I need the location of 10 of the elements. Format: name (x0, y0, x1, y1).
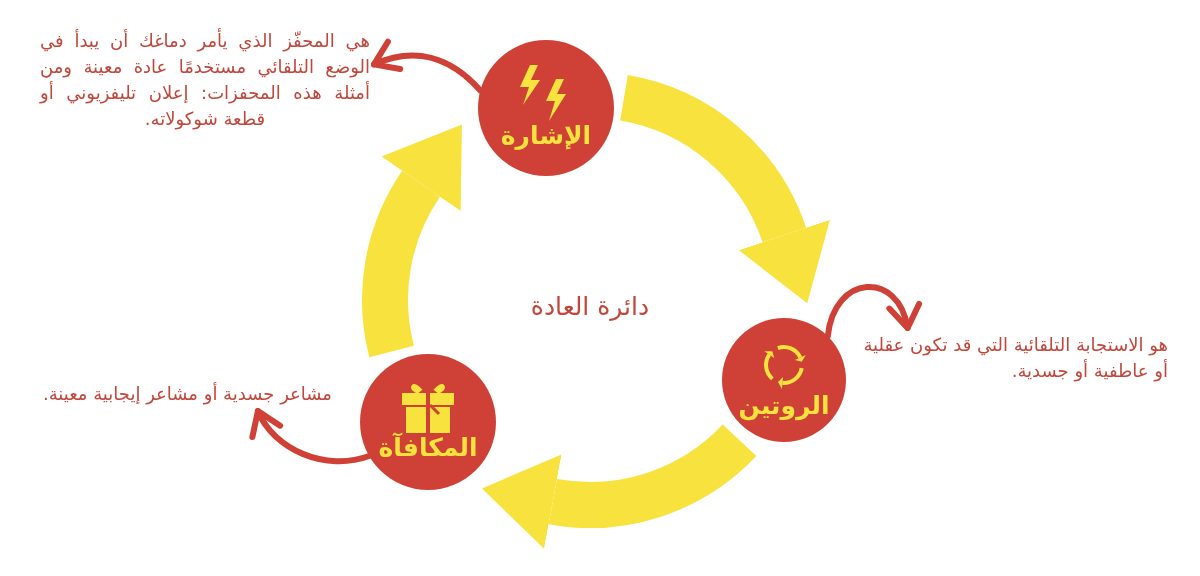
step-title: الروتين (738, 391, 830, 421)
curved-arrow (824, 284, 920, 340)
description-text: هو الاستجابة التلقائية التي قد تكون عقلية أو عاطفية أو جسدية. (858, 332, 1168, 384)
description-text: مشاعر جسدية أو مشاعر إيجابية معينة. (10, 381, 332, 407)
step-title: المكافآة (378, 433, 478, 463)
center-title: دائرة العادة (529, 292, 651, 321)
step-title: الإشارة (500, 121, 592, 151)
curved-arrow (251, 408, 373, 465)
description-text: هي المحفّز الذي يأمر دماغك أن يبدأ في الوضع التلقائي مستخدمًا عادة معينة ومن أمثلة هذه المحفزات: إعلان تليفزيوني أو قطعة شوكولاته. (40, 28, 370, 132)
curved-arrow (371, 39, 484, 94)
